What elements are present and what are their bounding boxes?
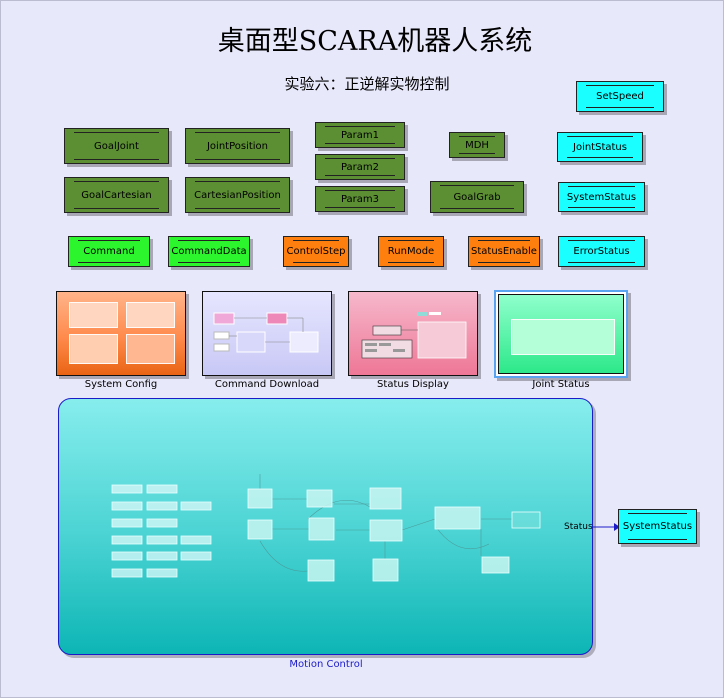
control-step-block[interactable]: ControlStep [283,236,349,267]
status-signal-label: Status [564,522,593,532]
status-display-label: Status Display [377,379,449,390]
model-title: 桌面型SCARA机器人系统 [217,26,533,57]
command-data-block[interactable]: CommandData [168,236,250,267]
config-preview-3 [69,334,118,364]
cartesian-position-block[interactable]: CartesianPosition [185,177,290,213]
config-preview-2 [126,302,175,328]
command-download-preview [213,312,319,353]
joint-status-label: Joint Status [532,379,590,390]
system-status-block[interactable]: SystemStatus [558,182,645,212]
command-download-subsystem[interactable] [202,291,332,376]
model-subtitle: 实验六：正逆解实物控制 [284,75,450,93]
goal-cartesian-block[interactable]: GoalCartesian [64,177,169,213]
command-download-label: Command Download [214,379,320,390]
status-display-preview [361,312,467,359]
joint-status-body [498,294,624,374]
goal-grab-block[interactable]: GoalGrab [430,181,524,213]
param2-block[interactable]: Param2 [315,154,405,180]
set-speed-block[interactable]: SetSpeed [576,81,664,112]
joint-status-preview [511,319,615,355]
config-preview-1 [69,302,118,328]
system-status-output-block[interactable]: SystemStatus [618,509,697,544]
goal-joint-block[interactable]: GoalJoint [64,128,169,164]
command-block[interactable]: Command [68,236,150,267]
joint-position-block[interactable]: JointPosition [185,128,290,164]
param3-block[interactable]: Param3 [315,186,405,212]
motion-control-label: Motion Control [289,659,363,670]
mdh-block[interactable]: MDH [449,132,505,158]
motion-control-preview [111,474,541,582]
joint-status-subsystem[interactable] [494,290,628,378]
system-config-subsystem[interactable] [56,291,186,376]
status-signal-arrow [592,523,620,531]
motion-control-subsystem[interactable] [58,398,593,655]
joint-status-block[interactable]: JointStatus [557,132,643,162]
run-mode-block[interactable]: RunMode [378,236,444,267]
status-enable-block[interactable]: StatusEnable [468,236,540,267]
param1-block[interactable]: Param1 [315,122,405,148]
status-display-subsystem[interactable] [348,291,478,376]
config-preview-4 [126,334,175,364]
system-config-label: System Config [84,379,158,390]
error-status-block[interactable]: ErrorStatus [558,236,645,267]
